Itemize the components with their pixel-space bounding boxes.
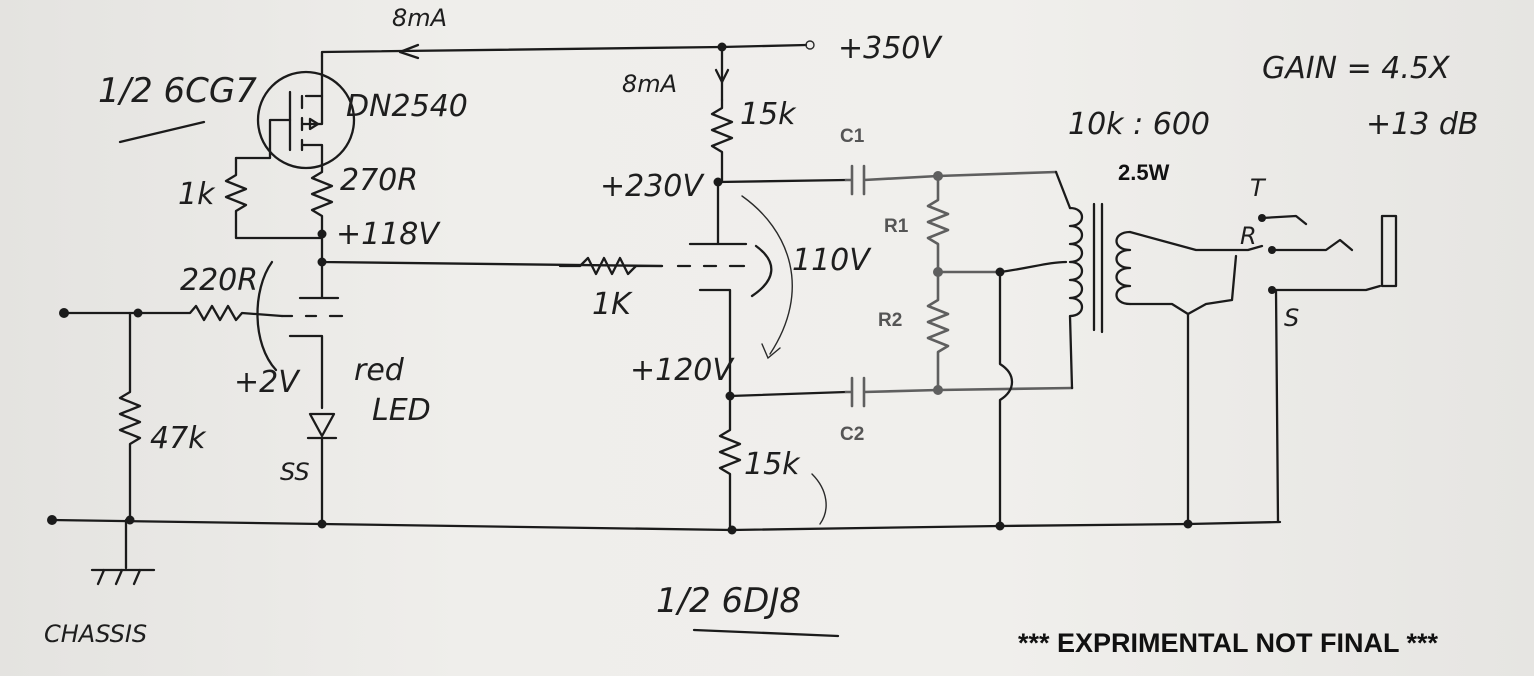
label-r2: R2: [878, 310, 902, 331]
current-arrow-top: [398, 43, 420, 60]
chassis-ground-symbol: [90, 568, 156, 586]
supply-rail: [320, 40, 815, 102]
output-transformer: [998, 170, 1398, 528]
label-jack-r: R: [1240, 222, 1257, 250]
resistor-15k-top: [710, 98, 734, 184]
label-jack-t: T: [1250, 174, 1267, 202]
coupling-network: [844, 164, 1074, 408]
resistor-r2: [926, 270, 950, 392]
label-r-220r: 220R: [180, 263, 258, 298]
label-r-1k-grid: 1K: [592, 287, 633, 322]
label-tube-right: 1/2 6DJ8: [656, 581, 801, 621]
mosfet-symbol: [256, 70, 356, 170]
jack-plug: [1380, 214, 1398, 288]
label-r1: R1: [884, 216, 909, 237]
resistor-15k-bottom: [718, 394, 742, 532]
handwritten-labels: 1/2 6CG7 8mA +350V 8mA DN2540 15k 1k 270…: [44, 4, 1478, 648]
label-gain-db: +13 dB: [1366, 107, 1478, 142]
supply-terminal: [805, 40, 815, 50]
ground-rail: [47, 515, 1282, 586]
label-r-15k-top: 15k: [740, 97, 797, 132]
label-v-230: +230V: [600, 169, 705, 204]
label-v-118: +118V: [336, 217, 441, 252]
capacitor-c1: [844, 164, 1058, 196]
label-mosfet: DN2540: [346, 89, 468, 124]
label-c2: C2: [840, 424, 864, 445]
label-supply: +350V: [838, 31, 943, 66]
label-v-120: +120V: [630, 353, 735, 388]
label-gain: GAIN = 4.5X: [1262, 51, 1451, 86]
label-transformer-ratio: 10k : 600: [1068, 107, 1210, 142]
label-led-led: LED: [372, 393, 431, 428]
label-c1: C1: [840, 126, 865, 147]
label-current-right: 8mA: [622, 70, 677, 98]
label-power: 2.5W: [1118, 160, 1170, 185]
resistor-47k: [118, 311, 142, 522]
transformer-primary: [1068, 206, 1084, 390]
resistor-1k-grid: [558, 256, 664, 276]
triode-left: [59, 260, 344, 522]
label-v-2: +2V: [234, 365, 301, 400]
resistor-r1: [926, 174, 950, 274]
label-r-15k-bottom: 15k: [744, 447, 801, 482]
label-led-ss: SS: [280, 458, 310, 486]
triode-right: [558, 98, 848, 532]
mosfet-ccs: [224, 54, 664, 268]
label-current-top: 8mA: [392, 4, 447, 32]
label-jack-s: S: [1284, 304, 1299, 332]
resistor-220r: [62, 304, 284, 322]
label-r-47k: 47k: [150, 421, 207, 456]
label-r-1k-left: 1k: [178, 177, 216, 212]
input-terminal: [59, 308, 69, 318]
capacitor-c2: [844, 376, 1074, 408]
led-diode: [308, 412, 336, 438]
label-led-red: red: [354, 353, 405, 388]
transformer-secondary: [1115, 230, 1132, 306]
label-r-270r: 270R: [340, 163, 418, 198]
current-arrow-right: [714, 68, 730, 84]
label-tube-left: 1/2 6CG7: [98, 71, 257, 111]
banner-experimental: *** EXPRIMENTAL NOT FINAL ***: [1018, 628, 1439, 658]
label-chassis: CHASSIS: [44, 620, 147, 648]
label-v-110: 110V: [792, 243, 872, 278]
resistor-1k: [224, 156, 324, 240]
printed-labels: C1 C2 R1 R2 2.5W *** EXPRIMENTAL NOT FIN…: [840, 126, 1439, 658]
resistor-270r: [310, 166, 334, 234]
